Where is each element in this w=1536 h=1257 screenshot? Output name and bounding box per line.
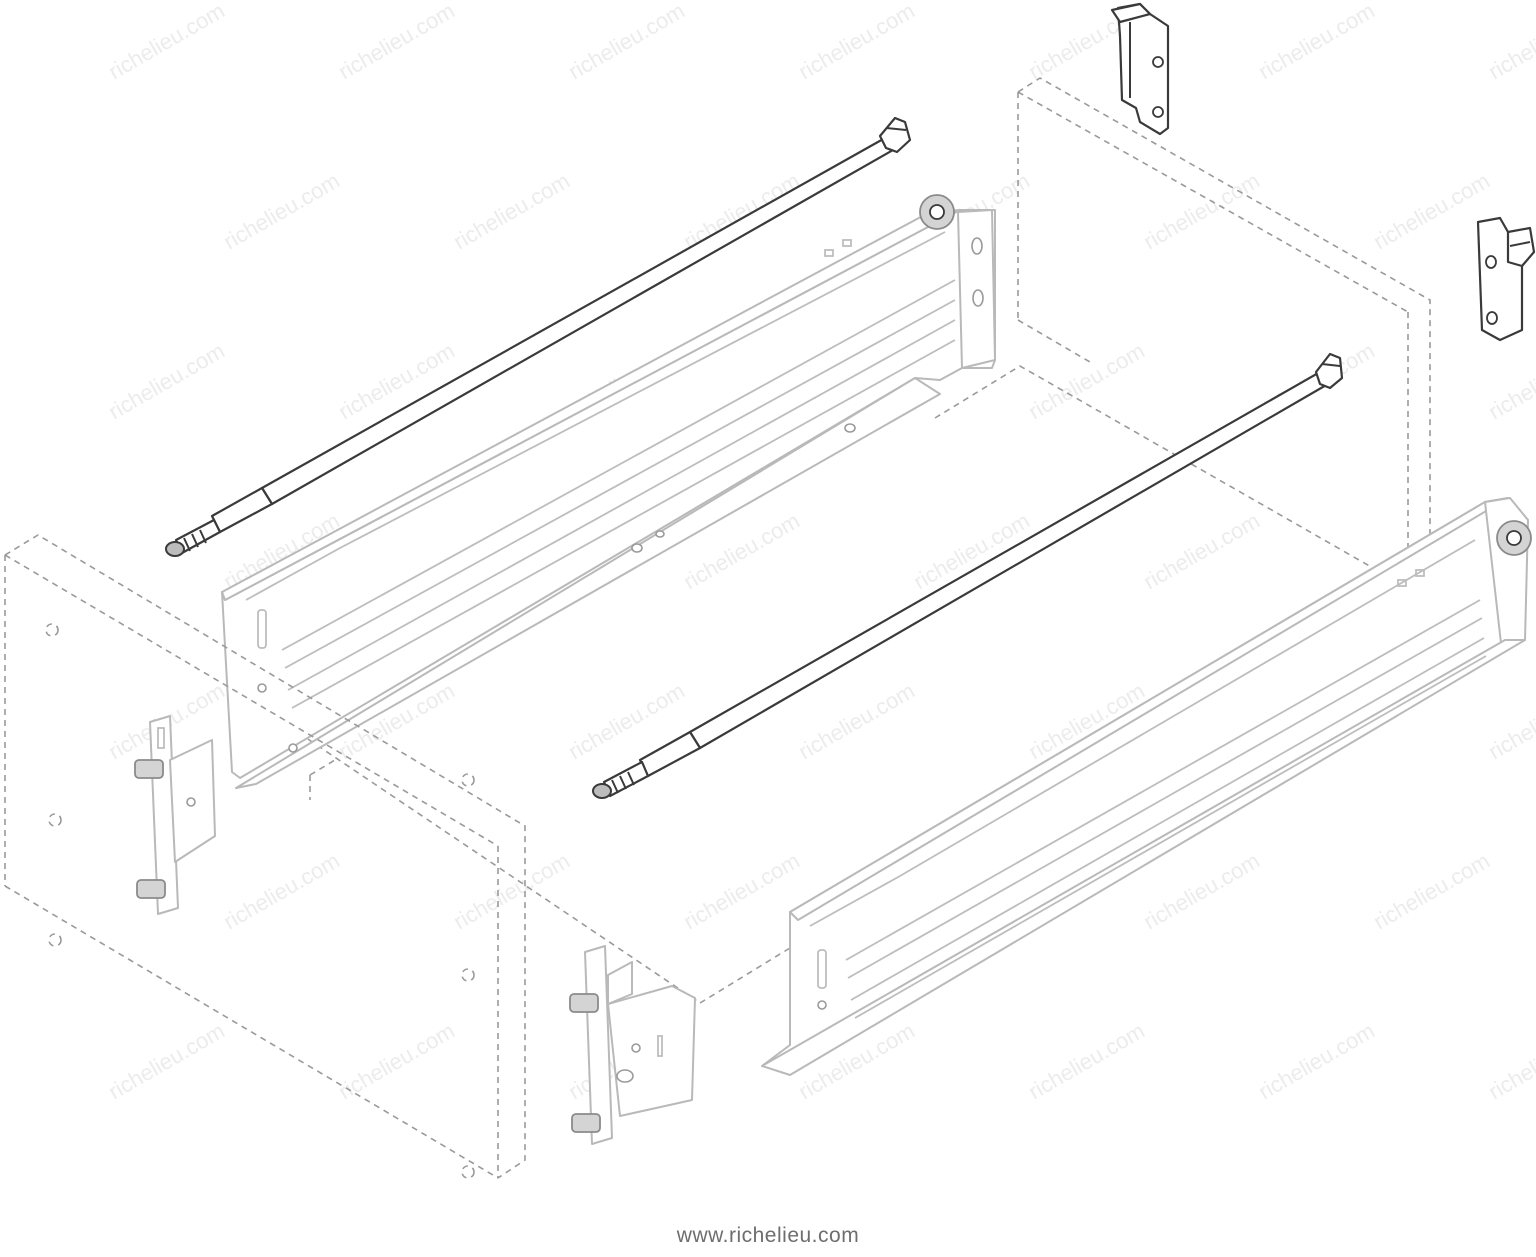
watermark-text: richelieu.com [1024, 338, 1149, 424]
watermark-text: richelieu.com [1139, 168, 1264, 254]
watermark-text: richelieu.com [219, 168, 344, 254]
watermark-text: richelieu.com [794, 0, 919, 84]
watermark-text: richelieu.com [1254, 1018, 1379, 1104]
watermark-text: richelieu.com [564, 0, 689, 84]
watermark-text: richelieu.com [1484, 1018, 1536, 1104]
left-gallery-rod [165, 116, 912, 557]
rear-bracket-left [1110, 2, 1170, 136]
watermark-text: richelieu.com [449, 848, 574, 934]
front-panel [4, 534, 526, 1179]
watermark-text: richelieu.com [1254, 0, 1379, 84]
watermark-text: richelieu.com [1484, 338, 1536, 424]
watermark-text: richelieu.com [1369, 848, 1494, 934]
footer-url: www.richelieu.com [676, 1224, 860, 1247]
watermark-text: richelieu.com [1024, 1018, 1149, 1104]
watermark-text: richelieu.com [679, 848, 804, 934]
back-panel [1017, 77, 1431, 553]
front-fixing-bracket-left [134, 715, 216, 915]
watermark-text: richelieu.com [219, 848, 344, 934]
watermark-text: richelieu.com [1369, 168, 1494, 254]
right-gallery-rod [592, 352, 1344, 799]
watermark-text: richelieu.com [104, 0, 229, 84]
watermark-text: richelieu.com [334, 0, 459, 84]
watermark-text: richelieu.com [334, 1018, 459, 1104]
watermark-text: richelieu.com [794, 678, 919, 764]
watermark-text: richelieu.com [449, 168, 574, 254]
watermark-text: richelieu.com [1139, 848, 1264, 934]
watermark-text: richelieu.com [1484, 678, 1536, 764]
watermark-text: richelieu.com [104, 1018, 229, 1104]
right-drawer-side [761, 497, 1532, 1076]
rear-bracket-right [1476, 216, 1536, 342]
watermark-text: richelieu.com [104, 338, 229, 424]
watermark-text: richelieu.com [1484, 0, 1536, 84]
left-drawer-side [221, 194, 996, 789]
front-fixing-bracket-right [569, 945, 696, 1145]
watermark-text: richelieu.com [1139, 508, 1264, 594]
